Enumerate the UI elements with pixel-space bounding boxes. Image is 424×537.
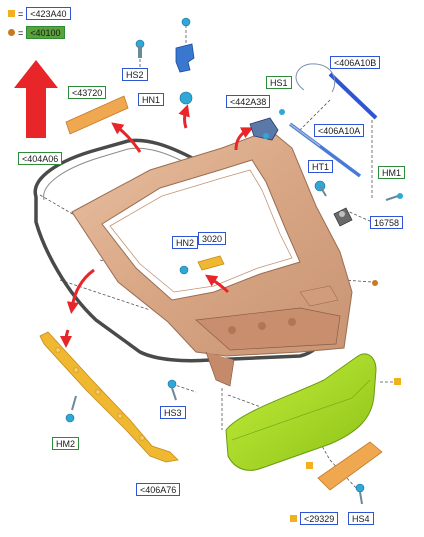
curved-arrows [60, 104, 254, 348]
legend-square-code: <423A40 [26, 7, 71, 20]
label-29329-square [290, 515, 297, 522]
lower-reflector-strip [317, 441, 383, 491]
label-hs2: HS2 [122, 68, 148, 81]
legend-dot-row: = <40100 [8, 26, 65, 39]
label-hm2: HM2 [52, 437, 80, 450]
label-442a38: <442A38 [226, 95, 271, 108]
large-up-arrow [14, 60, 58, 138]
label-43720: <43720 [68, 86, 107, 99]
latch-part [333, 207, 353, 227]
label-404a06: <404A06 [18, 152, 63, 165]
gas-struts [288, 63, 378, 178]
ht1-clip [314, 180, 327, 197]
legend-square-marker [8, 10, 15, 17]
legend-equals: = [18, 8, 24, 19]
rear-spoiler [225, 353, 377, 471]
label-406a10a: <406A10A [314, 124, 365, 137]
legend-equals: = [18, 27, 24, 38]
side-trim-clips [55, 347, 145, 441]
legend-markers [306, 280, 401, 469]
label-3020: 3020 [198, 232, 227, 245]
label-ht1: HT1 [308, 160, 334, 173]
label-hs4: HS4 [348, 512, 374, 525]
label-hs3: HS3 [160, 406, 186, 419]
lower-fasteners [65, 379, 365, 505]
direction-arrows [14, 60, 58, 138]
legend-square-row: = <423A40 [8, 7, 71, 20]
wiper-bracket [249, 109, 285, 141]
legend-dot-marker [8, 29, 15, 36]
label-406a76: <406A76 [136, 483, 181, 496]
hm1-screw [385, 193, 403, 201]
label-406a10b: <406A10B [330, 56, 381, 69]
label-16758: 16758 [370, 216, 404, 229]
legend-dot-code: <40100 [26, 26, 65, 39]
label-hs1: HS1 [266, 76, 292, 89]
label-29329: <29329 [300, 512, 339, 525]
label-hn2: HN2 [172, 236, 199, 249]
label-hn1: HN1 [138, 93, 165, 106]
handle-switch [179, 255, 225, 275]
side-trim-strip [39, 331, 179, 463]
label-hm1: HM1 [378, 166, 406, 179]
hinge-part [135, 17, 195, 105]
upper-trim-strip [65, 95, 129, 135]
